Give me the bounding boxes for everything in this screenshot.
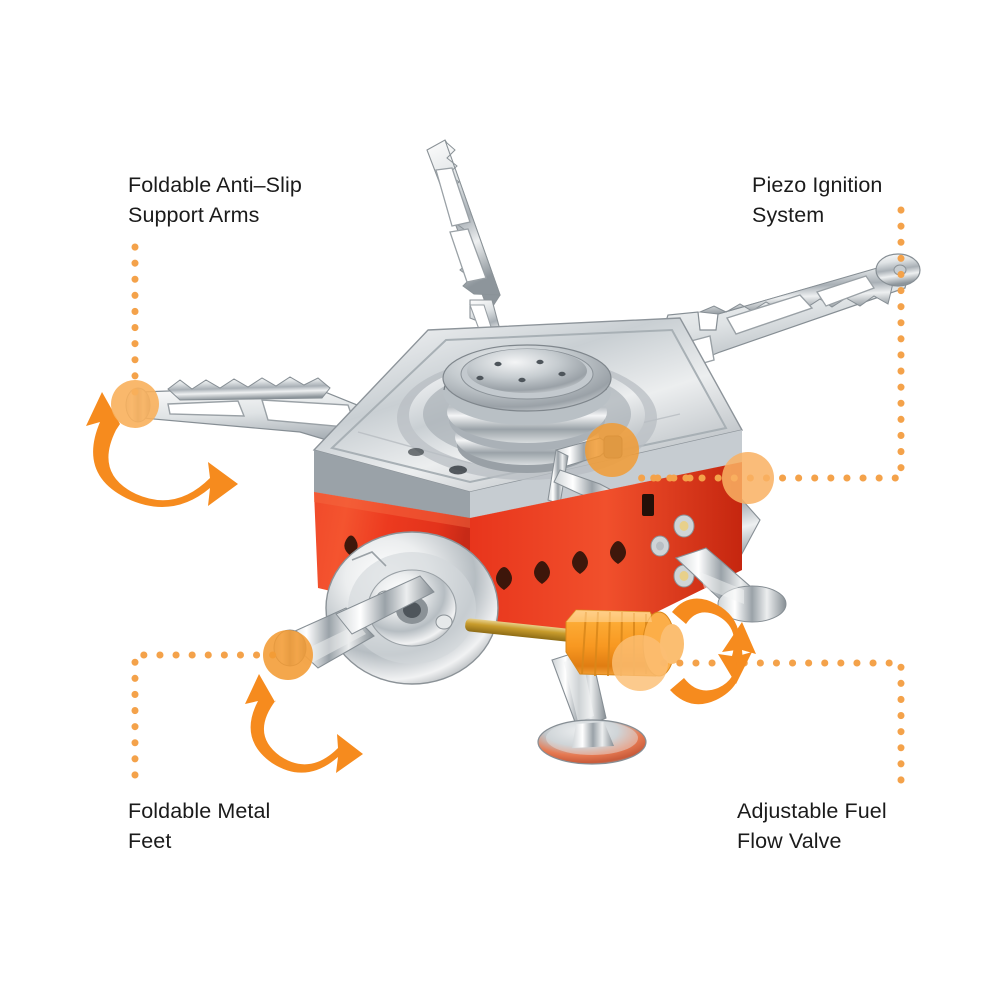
rotation-arrow-feet (245, 674, 363, 773)
silver-disc (325, 531, 499, 685)
marker-feet (263, 630, 313, 680)
callout-label-piezo: Piezo Ignition System (752, 173, 883, 227)
rotation-arrow-valve (670, 598, 756, 705)
marker-piezo (585, 423, 639, 477)
marker-support-arms (111, 380, 159, 428)
callout-label-valve: Adjustable Fuel Flow Valve (737, 799, 887, 853)
burner-head (442, 344, 612, 473)
rotation-arrow-support-arms (86, 392, 238, 507)
marker-piezo-secondary (722, 452, 774, 504)
leg-right (674, 547, 787, 623)
brass-stem (465, 618, 575, 642)
callout-label-support-arms: Foldable Anti–Slip Support Arms (128, 173, 302, 227)
leg-front (537, 647, 647, 765)
marker-valve (612, 635, 668, 691)
rivets (650, 514, 695, 588)
callout-label-feet: Foldable Metal Feet (128, 799, 271, 853)
